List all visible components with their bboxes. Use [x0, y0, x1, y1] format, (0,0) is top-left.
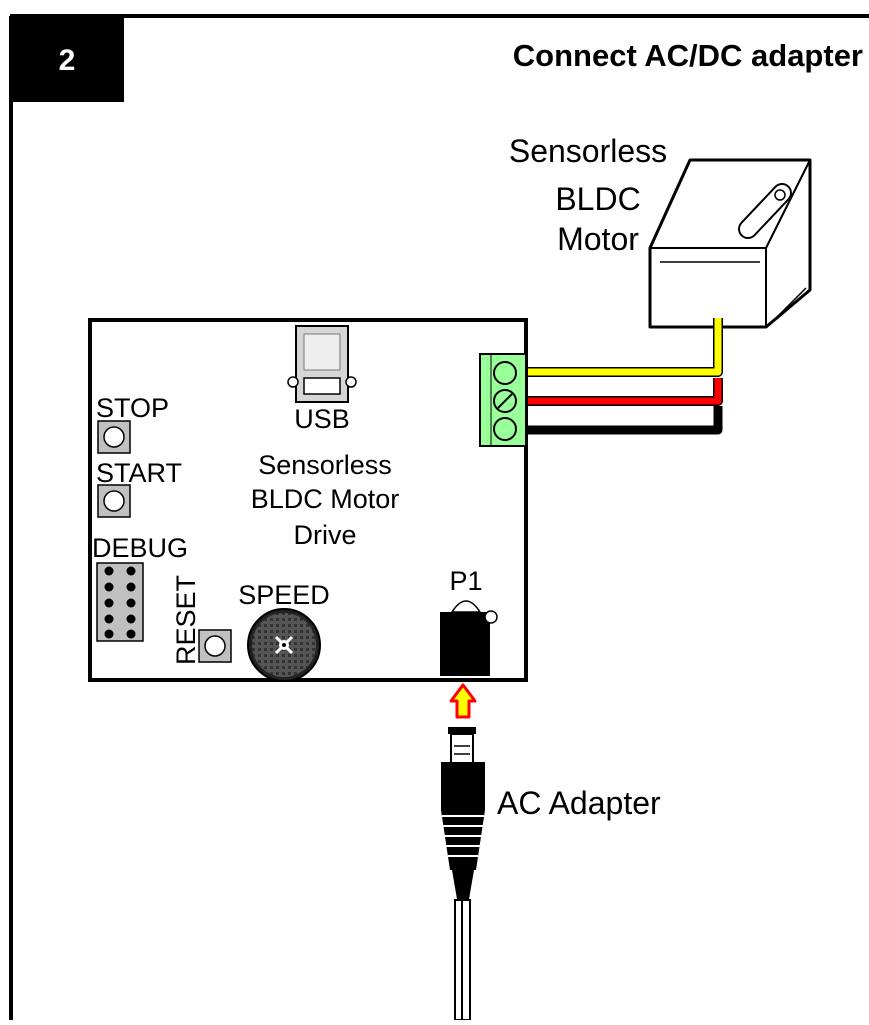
motor-label: Sensorless BLDC Motor: [509, 133, 667, 257]
speed-label: SPEED: [238, 580, 330, 610]
ac-adapter-label: AC Adapter: [497, 785, 661, 821]
stop-label: STOP: [96, 393, 169, 423]
adapter-cable: [454, 899, 471, 1021]
debug-header: [96, 562, 144, 642]
bldc-motor: [648, 158, 812, 329]
motor-shaft: [738, 183, 792, 239]
start-label: START: [96, 458, 182, 488]
motor-label-line-1: Sensorless: [509, 133, 667, 169]
stop-button[interactable]: [97, 420, 131, 454]
debug-label: DEBUG: [92, 533, 188, 563]
motor-label-line-3: Motor: [557, 221, 639, 257]
step-badge: 2: [10, 16, 124, 102]
speed-knob[interactable]: [247, 608, 321, 682]
step-title: Connect AC/DC adapter: [513, 38, 863, 73]
terminal-block: [479, 353, 527, 447]
start-button[interactable]: [97, 484, 131, 518]
ac-adapter-plug: [441, 727, 485, 1021]
power-jack-label: P1: [449, 566, 482, 596]
reset-label: RESET: [171, 575, 201, 665]
board-title-line-1: Sensorless: [258, 450, 392, 480]
usb-connector: [287, 325, 357, 403]
page-frame: [9, 14, 869, 1020]
power-jack[interactable]: [440, 600, 498, 676]
board-title-line-3: Drive: [293, 520, 356, 550]
step-number: 2: [59, 44, 76, 77]
insert-arrow-icon: [449, 683, 477, 719]
reset-button[interactable]: [198, 629, 232, 663]
board-title: Sensorless BLDC Motor Drive: [251, 450, 400, 550]
motor-label-line-2: BLDC: [555, 181, 640, 217]
motor-wires: [526, 318, 723, 435]
wire-black: [526, 406, 723, 435]
board-title-line-2: BLDC Motor: [251, 484, 400, 514]
usb-label: USB: [294, 404, 350, 434]
